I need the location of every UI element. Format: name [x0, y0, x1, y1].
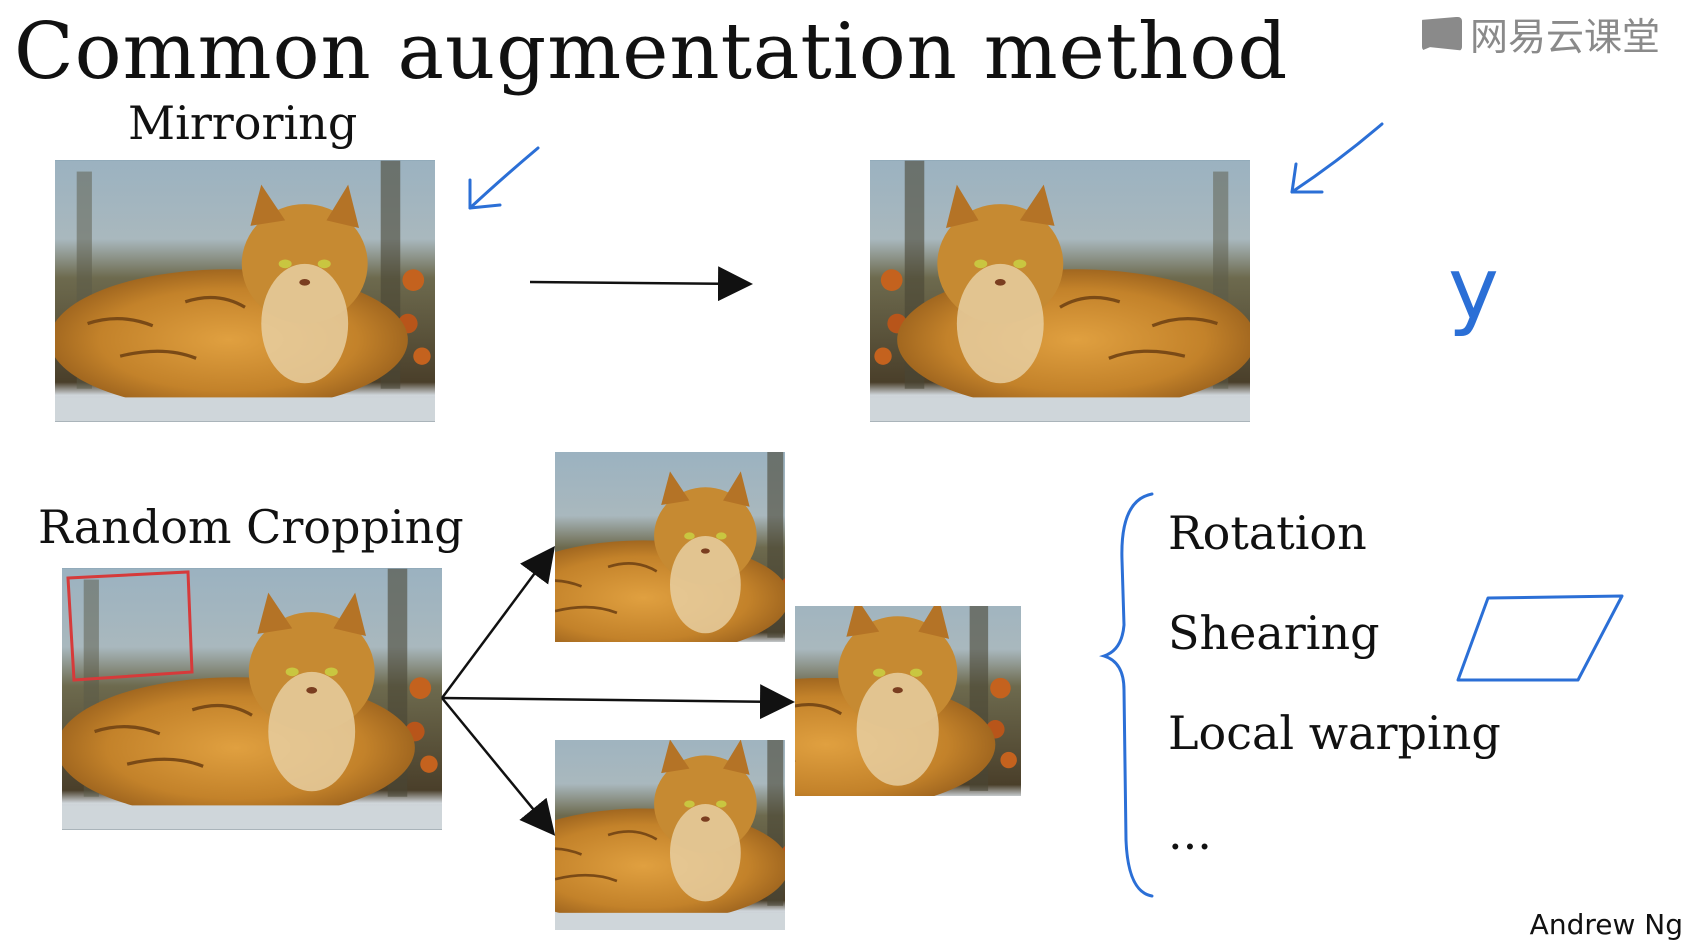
cat-crop-3 [555, 740, 785, 930]
shear-sketch [1456, 594, 1624, 682]
handwritten-arrow-left [468, 146, 540, 210]
watermark: 网易云课堂 [1422, 6, 1660, 61]
curly-brace [1099, 492, 1154, 898]
handwritten-y: y [1448, 239, 1499, 339]
author-credit: Andrew Ng [1529, 908, 1683, 941]
cat-photo-crop-source [62, 568, 442, 830]
crop-arrow-1 [440, 545, 555, 699]
cat-crop-2 [795, 606, 1021, 796]
random-cropping-label: Random Cropping [38, 500, 464, 554]
crop-box [66, 570, 194, 682]
cat-photo-mirrored [870, 160, 1250, 422]
mirroring-label: Mirroring [128, 96, 358, 150]
watermark-logo-icon [1422, 16, 1462, 51]
slide-title: Common augmentation method [14, 7, 1289, 97]
list-item-shearing: Shearing [1168, 606, 1380, 660]
list-item-local-warping: Local warping [1168, 706, 1501, 760]
watermark-text: 网易云课堂 [1470, 15, 1661, 59]
cat-photo-original [55, 160, 435, 422]
cat-crop-1 [555, 452, 785, 642]
list-item-ellipsis: ... [1168, 806, 1212, 860]
mirror-arrow [529, 266, 753, 302]
list-item-rotation: Rotation [1168, 506, 1367, 560]
crop-arrow-2 [441, 684, 795, 720]
handwritten-arrow-right [1290, 122, 1384, 194]
crop-arrow-3 [441, 697, 556, 836]
